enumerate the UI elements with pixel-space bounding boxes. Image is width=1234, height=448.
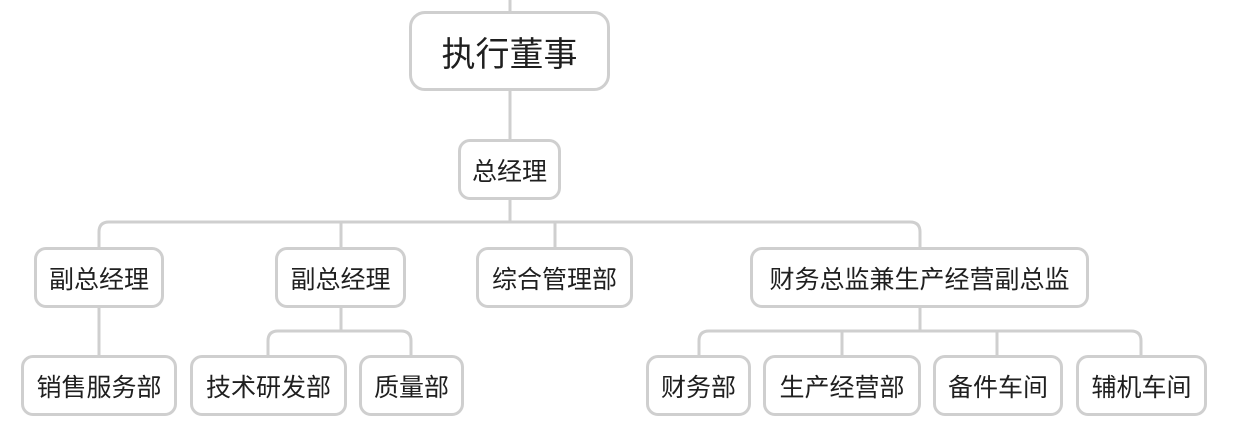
- connector-level3-right-bus: [697, 329, 1143, 358]
- node-quality-dept: 质量部: [359, 355, 464, 416]
- node-executive-director: 执行董事: [409, 11, 610, 91]
- node-sales-service-dept: 销售服务部: [21, 355, 177, 416]
- node-cfo-and-production-deputy-director: 财务总监兼生产经营副总监: [750, 247, 1089, 308]
- connector-level2-bus: [97, 220, 922, 250]
- node-deputy-general-manager-2: 副总经理: [275, 247, 406, 308]
- connector-level3-left-bus: [266, 329, 413, 358]
- node-production-ops-dept: 生产经营部: [763, 355, 921, 416]
- node-finance-dept: 财务部: [646, 355, 751, 416]
- node-spare-parts-workshop: 备件车间: [933, 355, 1063, 416]
- node-rnd-dept: 技术研发部: [190, 355, 347, 416]
- node-admin-dept: 综合管理部: [476, 247, 633, 308]
- node-auxiliary-machine-workshop: 辅机车间: [1076, 355, 1207, 416]
- node-deputy-general-manager-1: 副总经理: [34, 247, 164, 308]
- node-general-manager: 总经理: [458, 139, 561, 200]
